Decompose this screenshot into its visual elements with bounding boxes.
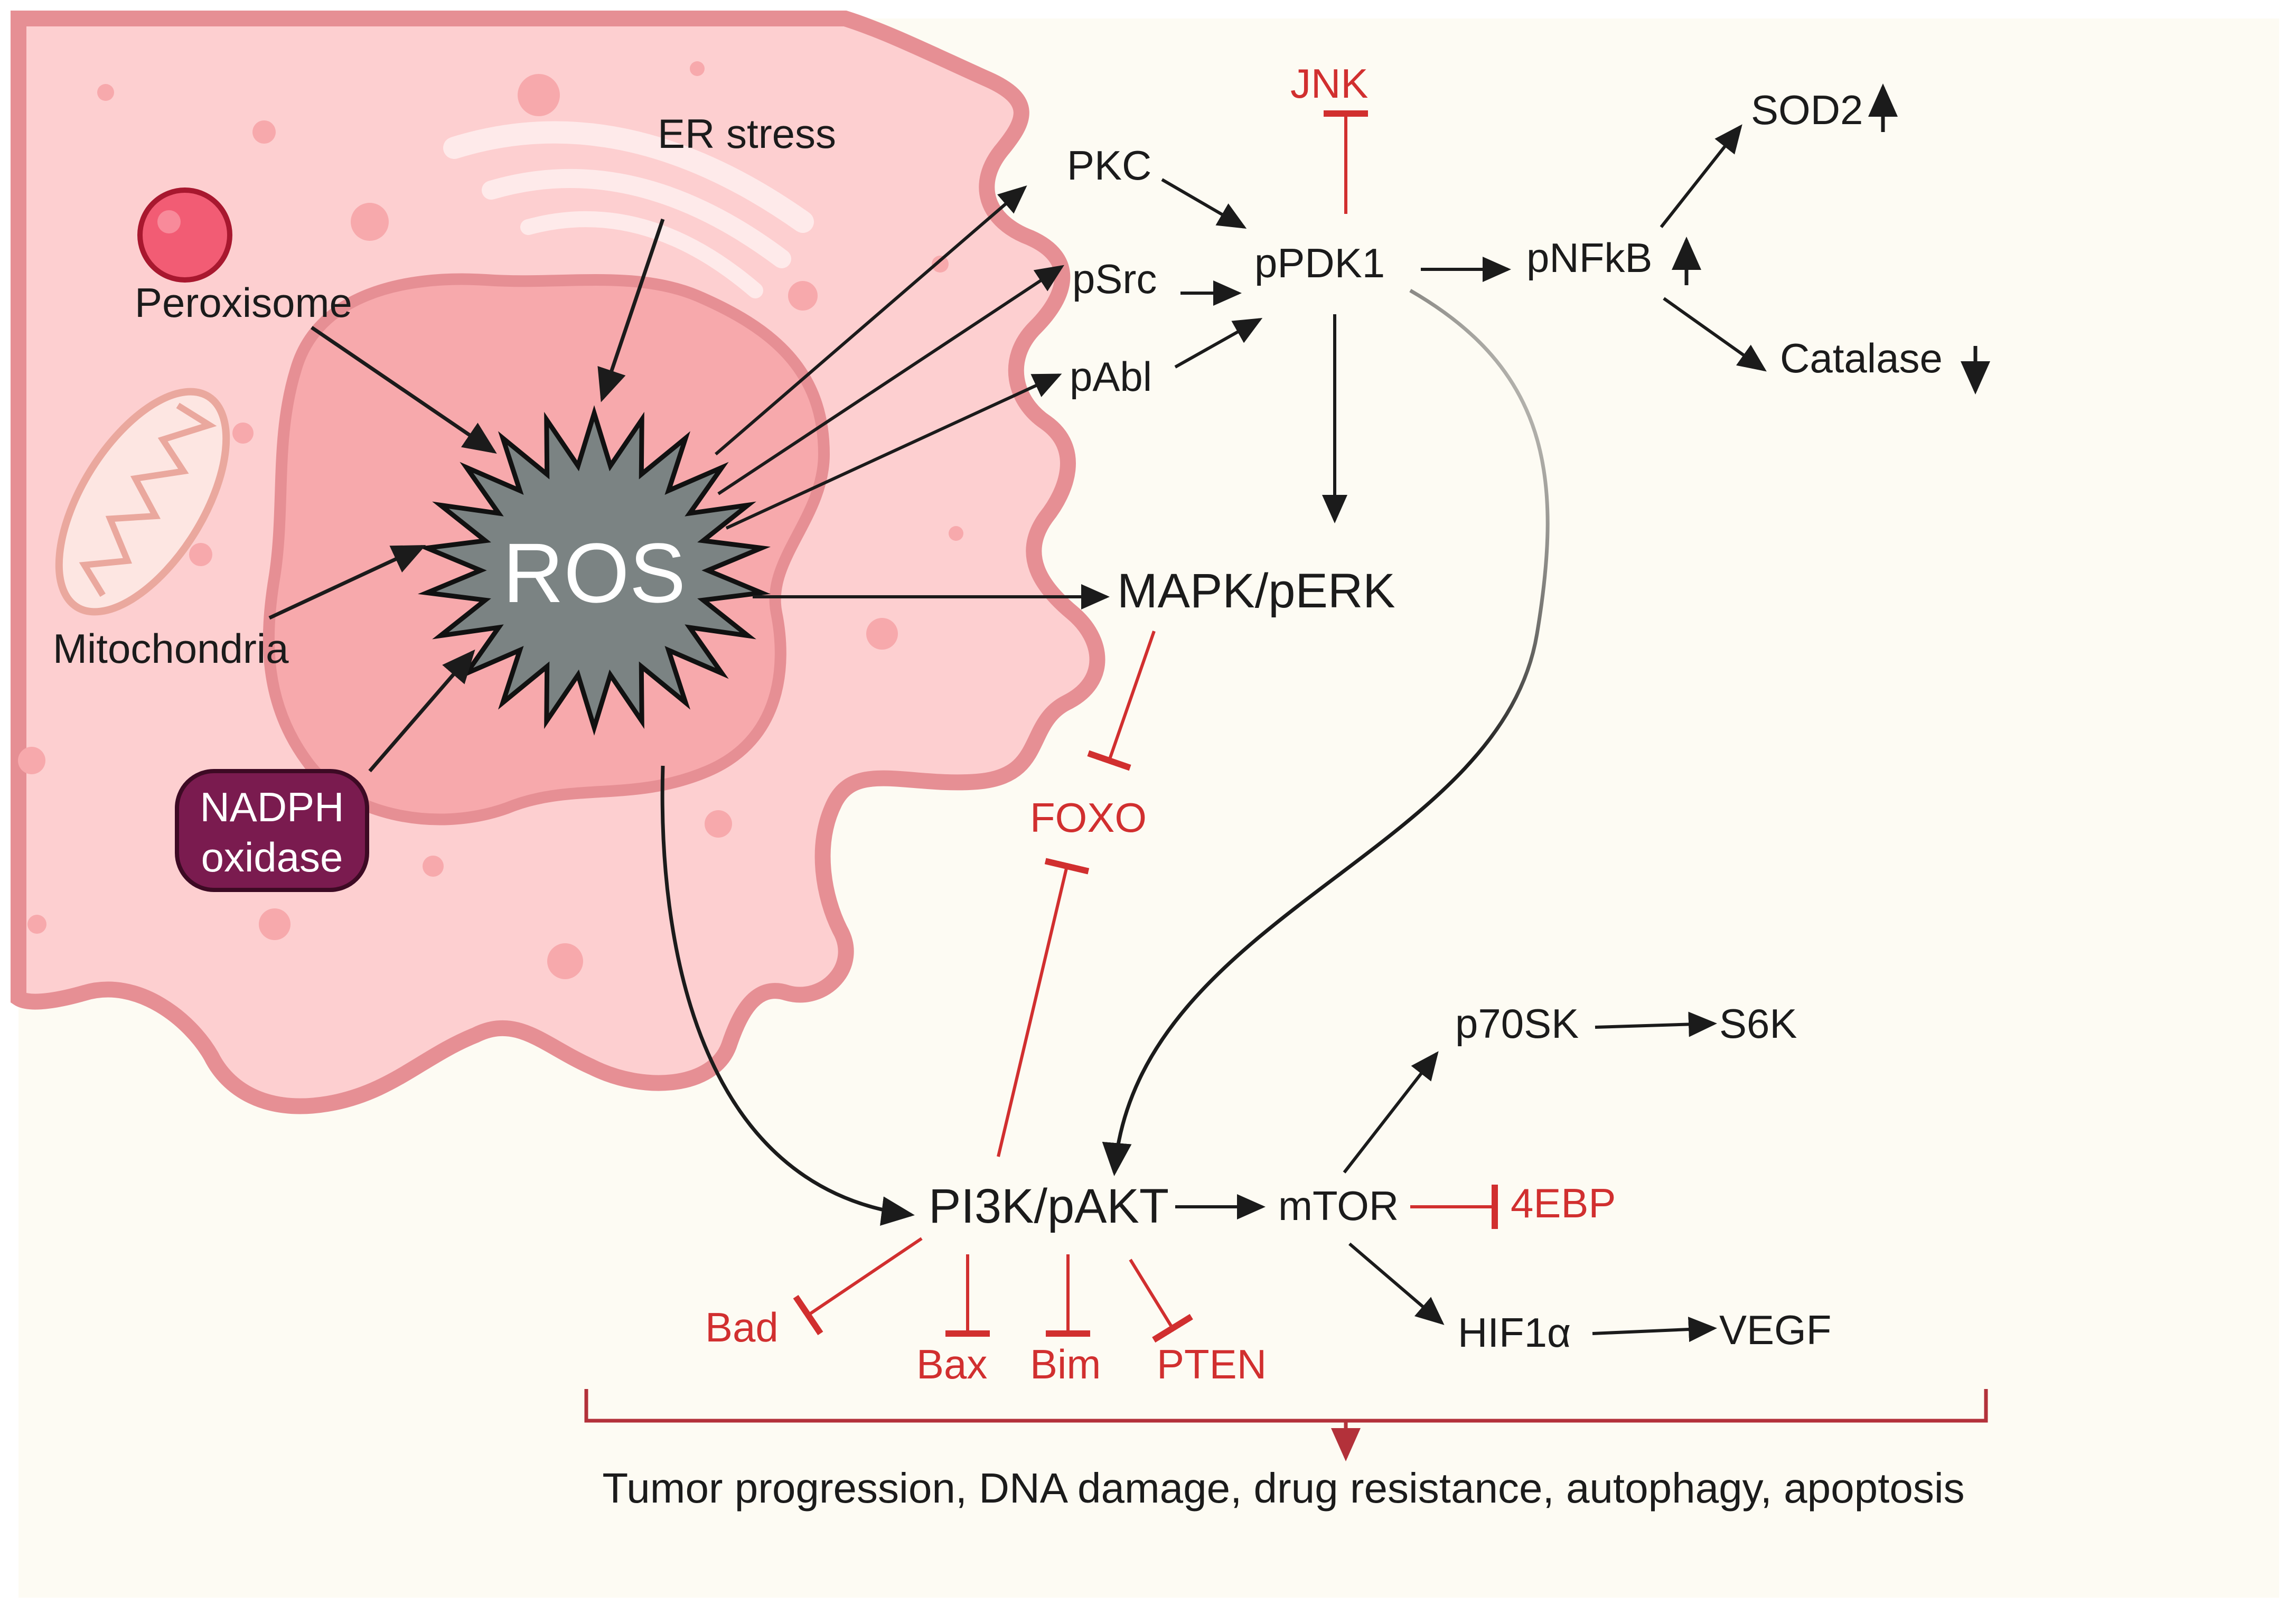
node-sod2: SOD2 bbox=[1751, 87, 1863, 133]
arrow-hif1a-vegf bbox=[1592, 1317, 1717, 1343]
er-stress-organelle bbox=[443, 121, 814, 298]
node-p70sk: p70SK bbox=[1455, 1000, 1579, 1047]
node-mtor: mTOR bbox=[1278, 1183, 1399, 1229]
nadph-label-line1: NADPH bbox=[200, 784, 344, 830]
node-pnfkb: pNFkB bbox=[1526, 234, 1652, 281]
arrow-pnfkb-sod2 bbox=[1660, 124, 1742, 228]
arrow-mtor-hif1a bbox=[1348, 1242, 1445, 1325]
node-pkc: PKC bbox=[1067, 142, 1151, 189]
inhibit-pi3k-pten bbox=[1129, 1259, 1193, 1343]
arrow-mtor-p70sk bbox=[1343, 1051, 1439, 1174]
arrow-pkc-ppdk1 bbox=[1161, 178, 1247, 229]
arrow-ros-pkc bbox=[715, 185, 1027, 456]
mitochondria-label: Mitochondria bbox=[53, 625, 289, 672]
inhibit-mapk-foxo bbox=[1087, 631, 1156, 771]
arrow-mito-ros bbox=[268, 545, 426, 620]
peroxisome-label: Peroxisome bbox=[135, 279, 352, 326]
nadph-oxidase-box: NADPH oxidase bbox=[175, 769, 369, 892]
inhibit-pi3k-foxo bbox=[997, 858, 1090, 1157]
node-bax: Bax bbox=[916, 1341, 987, 1387]
node-hif1a: HIF1α bbox=[1458, 1309, 1571, 1356]
nadph-label-line2: oxidase bbox=[201, 834, 343, 880]
arrow-ros-pabl bbox=[725, 373, 1062, 530]
outcome-bracket bbox=[584, 1389, 1988, 1461]
node-foxo: FOXO bbox=[1030, 794, 1147, 841]
inhibit-pi3k-bad bbox=[793, 1237, 923, 1336]
ros-star bbox=[417, 405, 771, 736]
node-pi3k: PI3K/pAKT bbox=[929, 1179, 1169, 1233]
arrow-p70sk-s6k bbox=[1595, 1011, 1717, 1037]
node-bad: Bad bbox=[705, 1304, 779, 1350]
node-mapk: MAPK/pERK bbox=[1117, 564, 1395, 618]
arrow-pnfkb-catalase bbox=[1663, 297, 1767, 372]
ros-label: ROS bbox=[503, 526, 686, 620]
node-pabl: pAbl bbox=[1070, 353, 1152, 400]
node-4ebp: 4EBP bbox=[1511, 1180, 1616, 1226]
peroxisome-organelle bbox=[137, 187, 232, 283]
er-stress-label: ER stress bbox=[658, 110, 836, 157]
arrow-ros-pi3k bbox=[660, 765, 915, 1226]
node-jnk: JNK bbox=[1290, 60, 1368, 107]
outcome-text: Tumor progression, DNA damage, drug resi… bbox=[602, 1465, 1964, 1512]
node-bim: Bim bbox=[1030, 1341, 1101, 1387]
node-s6k: S6K bbox=[1719, 1000, 1797, 1047]
node-ppdk1: pPDK1 bbox=[1254, 240, 1385, 286]
arrow-ppdk1-pi3k bbox=[1102, 288, 1550, 1176]
node-pten: PTEN bbox=[1157, 1341, 1267, 1387]
arrow-peroxisome-ros bbox=[311, 326, 497, 454]
node-catalase: Catalase bbox=[1780, 335, 1943, 381]
arrow-er-ros bbox=[597, 218, 665, 402]
arrow-pabl-ppdk1 bbox=[1174, 318, 1263, 369]
arrow-ros-psrc bbox=[717, 265, 1065, 495]
node-psrc: pSrc bbox=[1072, 256, 1157, 302]
arrow-nadph-ros bbox=[368, 649, 475, 773]
mitochondria-organelle bbox=[55, 388, 230, 616]
node-vegf: VEGF bbox=[1719, 1307, 1831, 1353]
